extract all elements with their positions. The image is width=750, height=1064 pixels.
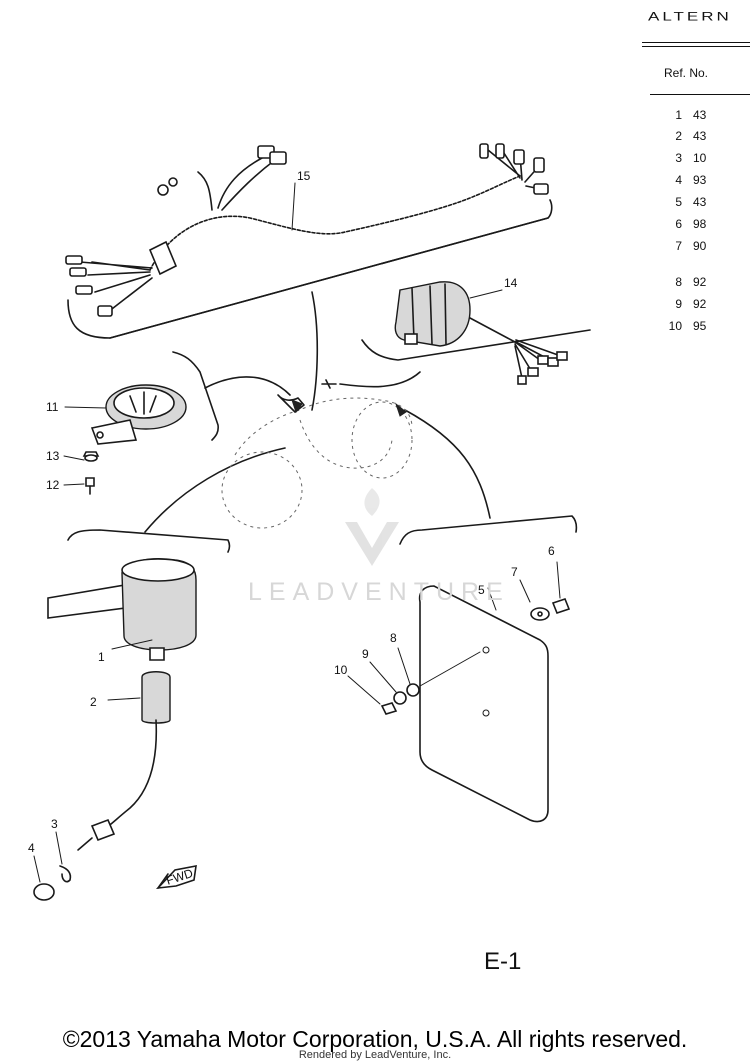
- rendered-by-notice: Rendered by LeadVenture, Inc.: [298, 1049, 452, 1061]
- callout-3: 3: [51, 817, 58, 831]
- ref-number: 8: [675, 275, 682, 289]
- switch-leader-line: [339, 371, 421, 388]
- table-row: 2 43: [660, 129, 706, 143]
- copyright-notice: ©2013 Yamaha Motor Corporation, U.S.A. A…: [62, 1026, 688, 1052]
- watermark-logo: [345, 488, 399, 566]
- callout-10: 10: [334, 663, 348, 677]
- header-rule: [650, 94, 750, 95]
- part-number: 92: [693, 297, 707, 311]
- table-row: 9 92: [660, 297, 706, 311]
- ref-number: 7: [675, 239, 682, 253]
- part-number: 98: [693, 217, 707, 231]
- table-title: ALTERN: [648, 10, 732, 24]
- wire-harness-panel: [65, 143, 553, 339]
- callout-labels: 1 2 3 4 5 6 7 8 9 10 11 12 13 14 15: [28, 169, 555, 855]
- ref-number: 10: [668, 319, 682, 333]
- ref-number: 4: [675, 173, 682, 187]
- callout-5: 5: [478, 583, 485, 597]
- title-rule-bottom: [642, 46, 750, 47]
- callout-7: 7: [511, 565, 518, 579]
- horn-leader-line: [204, 376, 291, 396]
- part-number: 10: [693, 151, 707, 165]
- harness-leader-line: [311, 291, 319, 411]
- part-number: 43: [693, 195, 707, 209]
- part-number: 92: [693, 275, 707, 289]
- ref-number: 9: [675, 297, 682, 311]
- part-number: 90: [693, 239, 707, 253]
- horn-panel: [63, 351, 219, 495]
- ref-number: 2: [675, 129, 682, 143]
- page-code: E-1: [484, 948, 522, 975]
- callout-9: 9: [362, 647, 369, 661]
- callout-12: 12: [46, 478, 60, 492]
- watermark-text: LEADVENTURE: [248, 578, 510, 606]
- speedo-leader-line: [144, 447, 286, 533]
- callout-6: 6: [548, 544, 555, 558]
- plate-leader-line: [404, 409, 491, 519]
- callout-1: 1: [98, 650, 105, 664]
- part-number: 43: [693, 129, 707, 143]
- part-number: 93: [693, 173, 707, 187]
- part-number: 95: [693, 319, 707, 333]
- speedometer-panel: [33, 529, 231, 901]
- part-number: 43: [693, 108, 707, 122]
- ref-no-header: Ref. No.: [664, 66, 709, 80]
- callout-15: 15: [297, 169, 311, 183]
- ref-number: 5: [675, 195, 682, 209]
- table-row: 7 90: [660, 239, 706, 253]
- table-row: 4 93: [660, 173, 706, 187]
- callout-14: 14: [504, 276, 518, 290]
- motorcycle-silhouette: [221, 379, 413, 529]
- fwd-arrow: FWD: [155, 865, 197, 890]
- callout-2: 2: [90, 695, 97, 709]
- callout-13: 13: [46, 449, 60, 463]
- callout-11: 11: [46, 400, 59, 414]
- callout-8: 8: [390, 631, 397, 645]
- table-row: 6 98: [660, 217, 706, 231]
- license-plate-panel: [347, 515, 578, 823]
- ref-number: 3: [675, 151, 682, 165]
- table-row: 8 92: [660, 275, 706, 289]
- ref-number: 1: [675, 108, 682, 122]
- callout-4: 4: [28, 841, 35, 855]
- table-row: 5 43: [660, 195, 706, 209]
- title-rule-top: [642, 42, 750, 43]
- table-row: 1 43: [660, 108, 706, 122]
- handlebar-switch-panel: [361, 281, 591, 385]
- ref-number: 6: [675, 217, 682, 231]
- table-row: 3 10: [660, 151, 706, 165]
- table-row: 10 95: [660, 319, 707, 333]
